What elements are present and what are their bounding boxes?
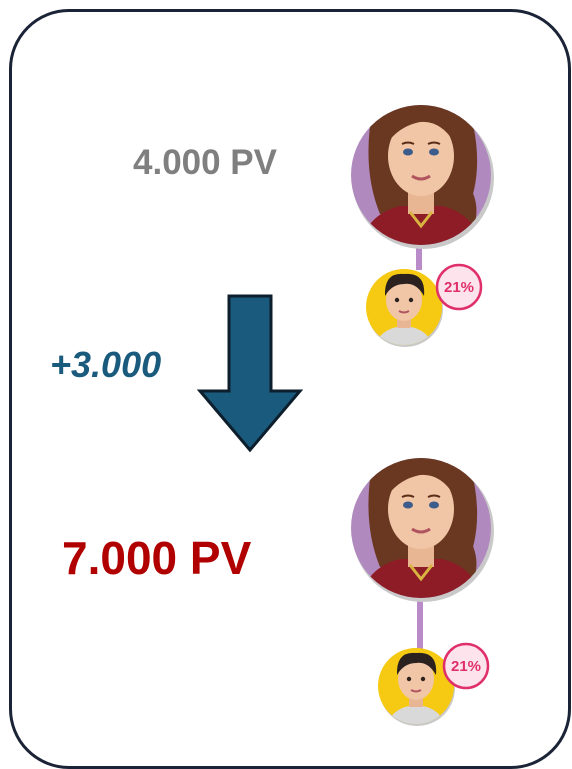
badge-text-bottom: 21%	[451, 658, 481, 675]
badge-text-top: 21%	[444, 279, 474, 296]
boy-avatar-icon	[378, 648, 455, 726]
pv-after-label: 7.000 PV	[62, 532, 252, 584]
boy-avatar-icon	[366, 269, 443, 347]
percentage-badge-bottom: 21%	[442, 642, 490, 690]
connector-line-top	[416, 244, 422, 270]
connector-line-bottom	[417, 597, 423, 649]
diagram-canvas: 21%	[196, 105, 494, 726]
woman-avatar-icon	[351, 458, 494, 602]
woman-avatar-icon	[351, 105, 494, 249]
percentage-badge-top: 21%	[435, 263, 483, 311]
pv-change-label: +3.000	[50, 344, 162, 385]
pv-before-label: 4.000 PV	[133, 143, 277, 182]
down-arrow-icon	[196, 294, 304, 453]
